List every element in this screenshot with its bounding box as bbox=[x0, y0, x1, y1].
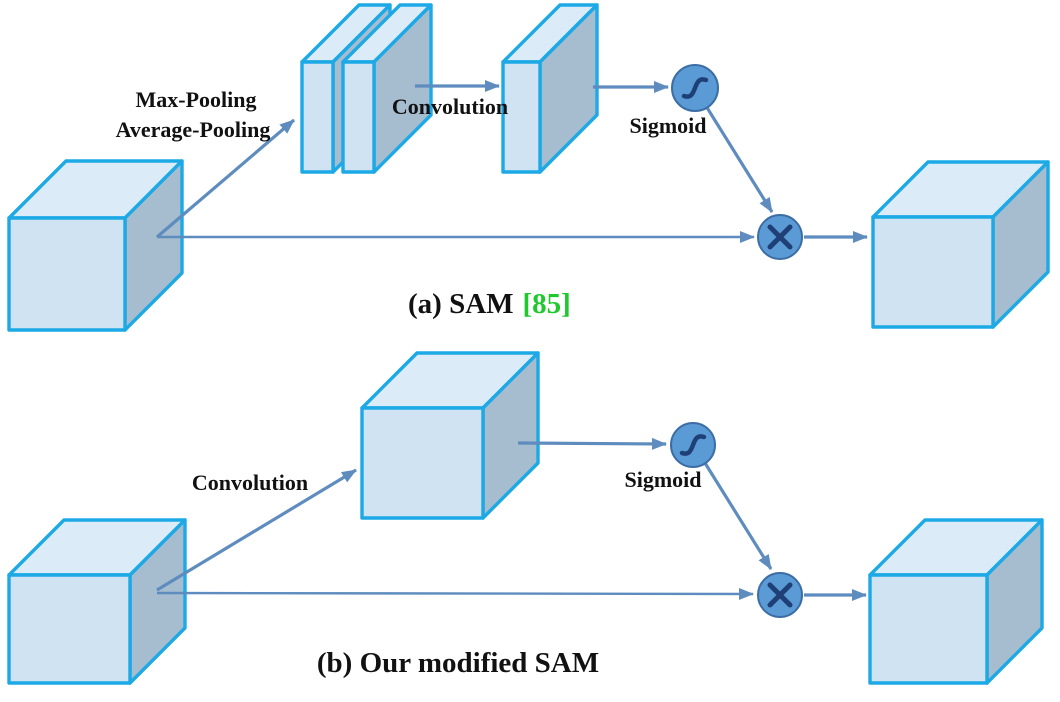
max-pooling-label: Max-Pooling bbox=[136, 87, 257, 112]
caption-a-citation: [85] bbox=[523, 288, 571, 320]
slab-front-face bbox=[341, 60, 376, 174]
multiply-icon bbox=[767, 224, 793, 250]
sigmoid-to-multiply-arrow-b bbox=[703, 462, 773, 570]
sigmoid-node-b bbox=[670, 422, 716, 468]
cube-front-face bbox=[7, 216, 127, 332]
identity-line-b bbox=[156, 587, 754, 600]
cube-front-face bbox=[868, 573, 989, 685]
input-cube-b bbox=[7, 518, 187, 685]
conv-cube-b bbox=[360, 351, 540, 520]
average-pooling-label: Average-Pooling bbox=[116, 117, 271, 142]
convolution-arrow-b bbox=[156, 468, 357, 592]
cube-front-face bbox=[871, 215, 995, 329]
multiply-node-b bbox=[757, 572, 803, 618]
slab-front-face bbox=[501, 60, 542, 174]
caption-a-text: (a) SAM bbox=[408, 288, 514, 320]
caption-b: (b) Our modified SAM bbox=[317, 647, 599, 679]
output-cube-a bbox=[871, 160, 1050, 329]
slab-front-face bbox=[300, 60, 335, 174]
cube-front-face bbox=[360, 406, 485, 520]
multiply-node-a bbox=[757, 214, 803, 260]
output-cube-b bbox=[868, 518, 1044, 685]
pooling-arrow bbox=[155, 118, 296, 239]
sigmoid-node-a bbox=[671, 64, 719, 112]
cube-front-face bbox=[7, 573, 132, 685]
caption-a: (a) SAM [85] bbox=[408, 288, 571, 320]
panel-a: Max-Pooling Average-Pooling Convolution … bbox=[7, 3, 1050, 332]
convolution-label-b: Convolution bbox=[192, 470, 308, 495]
sigmoid-icon bbox=[681, 77, 709, 99]
multiply-icon bbox=[767, 582, 793, 608]
cube-to-sigmoid-arrow-b bbox=[517, 437, 667, 450]
convolution-label-a: Convolution bbox=[392, 94, 508, 119]
panel-b: Convolution Sigmoid (b) Our modified SAM bbox=[7, 351, 1044, 685]
pooled-feature-slabs-a bbox=[300, 3, 433, 174]
input-cube-a bbox=[7, 159, 184, 332]
sigmoid-to-multiply-arrow-a bbox=[704, 105, 774, 213]
sigmoid-icon bbox=[679, 434, 707, 456]
sigmoid-label-a: Sigmoid bbox=[629, 113, 706, 138]
sigmoid-label-b: Sigmoid bbox=[624, 467, 701, 492]
attention-map-slab-a bbox=[501, 3, 599, 174]
